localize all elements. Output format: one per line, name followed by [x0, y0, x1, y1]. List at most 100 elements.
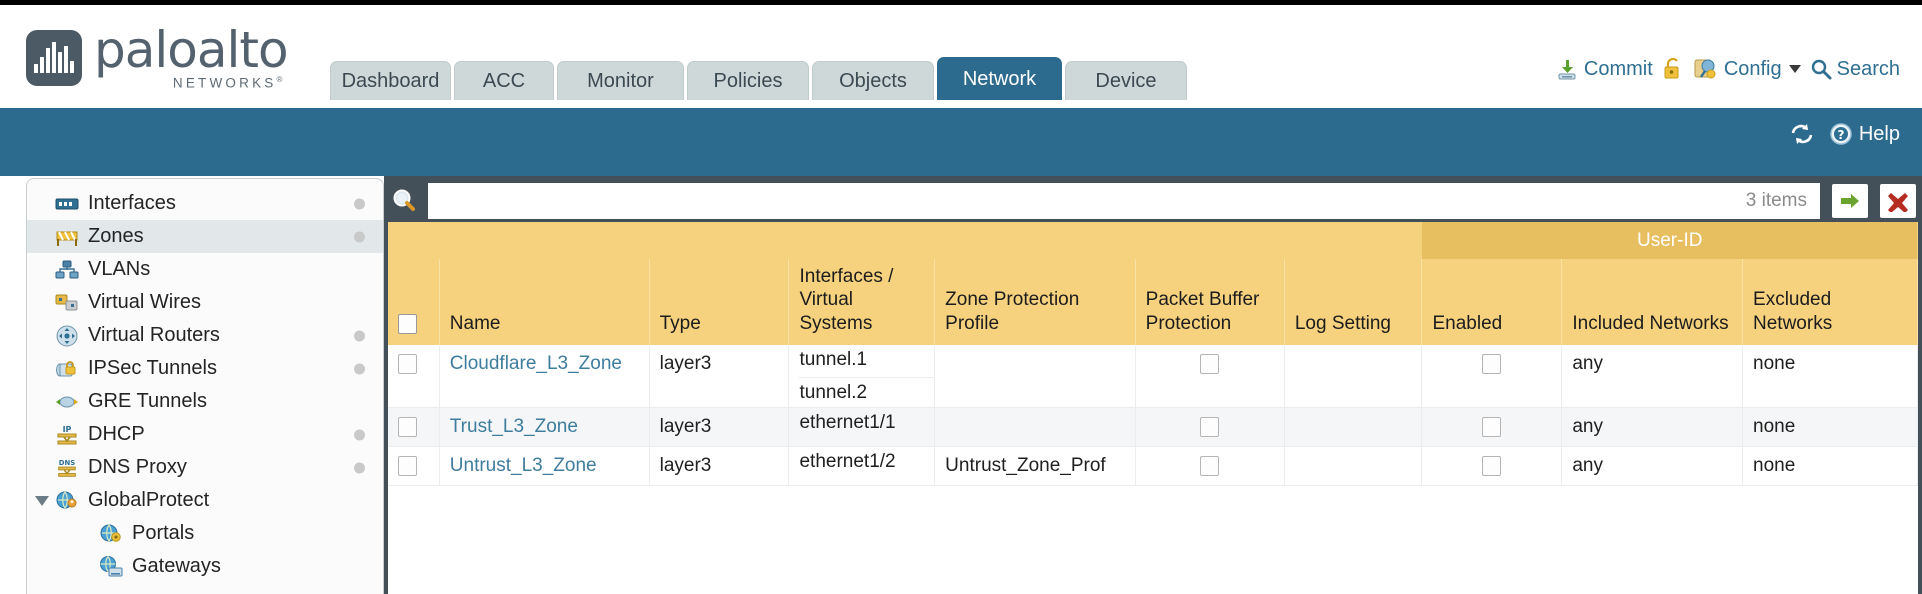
search-button[interactable]: Search — [1810, 58, 1900, 81]
included-networks-cell: any — [1561, 446, 1744, 486]
userid-enabled-cell[interactable] — [1421, 407, 1563, 447]
userid-enabled-checkbox[interactable] — [1482, 353, 1502, 374]
tab-policies[interactable]: Policies — [687, 61, 809, 100]
excluded-networks-cell: none — [1742, 407, 1918, 447]
sidebar-item-label: Gateways — [132, 555, 221, 577]
zone-name-link[interactable]: Trust_L3_Zone — [449, 416, 578, 438]
column-header-type[interactable]: Type — [649, 259, 790, 345]
apply-filter-button[interactable] — [1832, 184, 1868, 218]
zone-name-link[interactable]: Untrust_L3_Zone — [449, 454, 597, 476]
column-header-label: Type — [659, 312, 701, 334]
brand-name: paloalto — [94, 21, 289, 79]
magnifier-search-icon[interactable] — [388, 188, 422, 214]
sidebar-status-dot — [354, 462, 365, 473]
excluded-networks-cell: none — [1742, 446, 1918, 486]
select-all-checkbox[interactable] — [398, 313, 417, 334]
refresh-button[interactable] — [1789, 122, 1815, 146]
search-input[interactable]: 3 items — [428, 183, 1820, 219]
column-header-label: Enabled — [1432, 312, 1503, 334]
sidebar-item-label: VLANs — [88, 258, 151, 280]
zones-icon — [55, 226, 79, 248]
commit-label: Commit — [1583, 57, 1653, 80]
zone-name-cell[interactable]: Trust_L3_Zone — [439, 407, 650, 447]
tab-network[interactable]: Network — [937, 57, 1062, 100]
packet-buffer-protection-checkbox[interactable] — [1200, 353, 1220, 374]
row-checkbox[interactable] — [398, 455, 417, 476]
vlans-icon — [55, 259, 79, 281]
tab-objects[interactable]: Objects — [812, 61, 934, 100]
filter-toolbar: 3 items — [388, 180, 1918, 222]
userid-enabled-cell[interactable] — [1421, 344, 1563, 409]
sidebar-item-virtual-wires[interactable]: Virtual Wires — [27, 286, 383, 319]
userid-enabled-cell[interactable] — [1421, 446, 1563, 486]
column-header-pbp[interactable]: Packet Buffer Protection — [1135, 259, 1285, 345]
search-label: Search — [1836, 57, 1900, 80]
column-header-ifaces[interactable]: Interfaces / Virtual Systems — [788, 259, 936, 345]
magnifier-icon — [1811, 59, 1832, 80]
excluded-networks-cell: none — [1742, 344, 1918, 409]
column-header-check[interactable] — [388, 259, 440, 345]
sidebar-item-vlans[interactable]: VLANs — [27, 253, 383, 286]
tab-monitor[interactable]: Monitor — [557, 61, 684, 100]
column-header-logset[interactable]: Log Setting — [1284, 259, 1423, 345]
tab-dashboard[interactable]: Dashboard — [330, 61, 451, 100]
userid-enabled-checkbox[interactable] — [1482, 417, 1502, 438]
packet-buffer-protection-cell[interactable] — [1135, 407, 1285, 447]
zone-name-link[interactable]: Cloudflare_L3_Zone — [449, 352, 622, 374]
lock-button[interactable] — [1662, 57, 1684, 81]
sidebar-item-ipsec-tunnels[interactable]: IPSec Tunnels — [27, 352, 383, 385]
tab-label: Dashboard — [341, 69, 440, 92]
sidebar-item-gre-tunnels[interactable]: GRE Tunnels — [27, 385, 383, 418]
brand-logo[interactable]: paloalto NETWORKS® — [26, 21, 289, 91]
gre-tunnels-icon — [55, 391, 79, 413]
row-select-cell[interactable] — [388, 407, 440, 447]
commit-button[interactable]: Commit — [1555, 57, 1653, 81]
interface-entry: ethernet1/1 — [799, 412, 896, 434]
interface-entry: ethernet1/2 — [799, 450, 896, 472]
sidebar-item-gateways[interactable]: Gateways — [27, 550, 383, 583]
packet-buffer-protection-cell[interactable] — [1135, 344, 1285, 409]
tab-label: Monitor — [587, 69, 654, 92]
column-header-label: Log Setting — [1294, 312, 1391, 334]
column-header-enabled[interactable]: Enabled — [1421, 259, 1563, 345]
tab-acc[interactable]: ACC — [454, 61, 554, 100]
sidebar-item-portals[interactable]: Portals — [27, 517, 383, 550]
packet-buffer-protection-checkbox[interactable] — [1200, 417, 1220, 438]
row-checkbox[interactable] — [398, 353, 417, 374]
packet-buffer-protection-checkbox[interactable] — [1200, 455, 1220, 476]
tab-device[interactable]: Device — [1065, 61, 1187, 100]
sidebar-item-virtual-routers[interactable]: Virtual Routers — [27, 319, 383, 352]
column-header-incnet[interactable]: Included Networks — [1561, 259, 1744, 345]
column-header-zpp[interactable]: Zone Protection Profile — [934, 259, 1136, 345]
row-checkbox[interactable] — [398, 417, 417, 438]
sidebar-item-label: GRE Tunnels — [88, 390, 207, 412]
brand-tagline: NETWORKS® — [172, 75, 286, 91]
zone-name-cell[interactable]: Cloudflare_L3_Zone — [439, 344, 650, 409]
sidebar-item-globalprotect[interactable]: GlobalProtect — [27, 484, 383, 517]
column-header-label: Zone Protection Profile — [945, 289, 1080, 334]
expander-triangle-icon[interactable] — [35, 495, 49, 506]
svg-text:?: ? — [1837, 128, 1844, 142]
sidebar-item-interfaces[interactable]: Interfaces — [27, 187, 383, 220]
clear-filter-button[interactable] — [1880, 184, 1916, 218]
sidebar-item-zones[interactable]: Zones — [27, 220, 383, 253]
config-menu[interactable]: Config — [1693, 57, 1801, 81]
packet-buffer-protection-cell[interactable] — [1135, 446, 1285, 486]
row-select-cell[interactable] — [388, 446, 440, 486]
userid-enabled-checkbox[interactable] — [1482, 455, 1502, 476]
help-button[interactable]: ? Help — [1829, 122, 1900, 146]
zone-name-cell[interactable]: Untrust_L3_Zone — [439, 446, 650, 486]
column-header-excnet[interactable]: Excluded Networks — [1742, 259, 1918, 345]
config-label: Config — [1723, 57, 1782, 80]
column-header-name[interactable]: Name — [439, 259, 650, 345]
row-select-cell[interactable] — [388, 344, 440, 409]
